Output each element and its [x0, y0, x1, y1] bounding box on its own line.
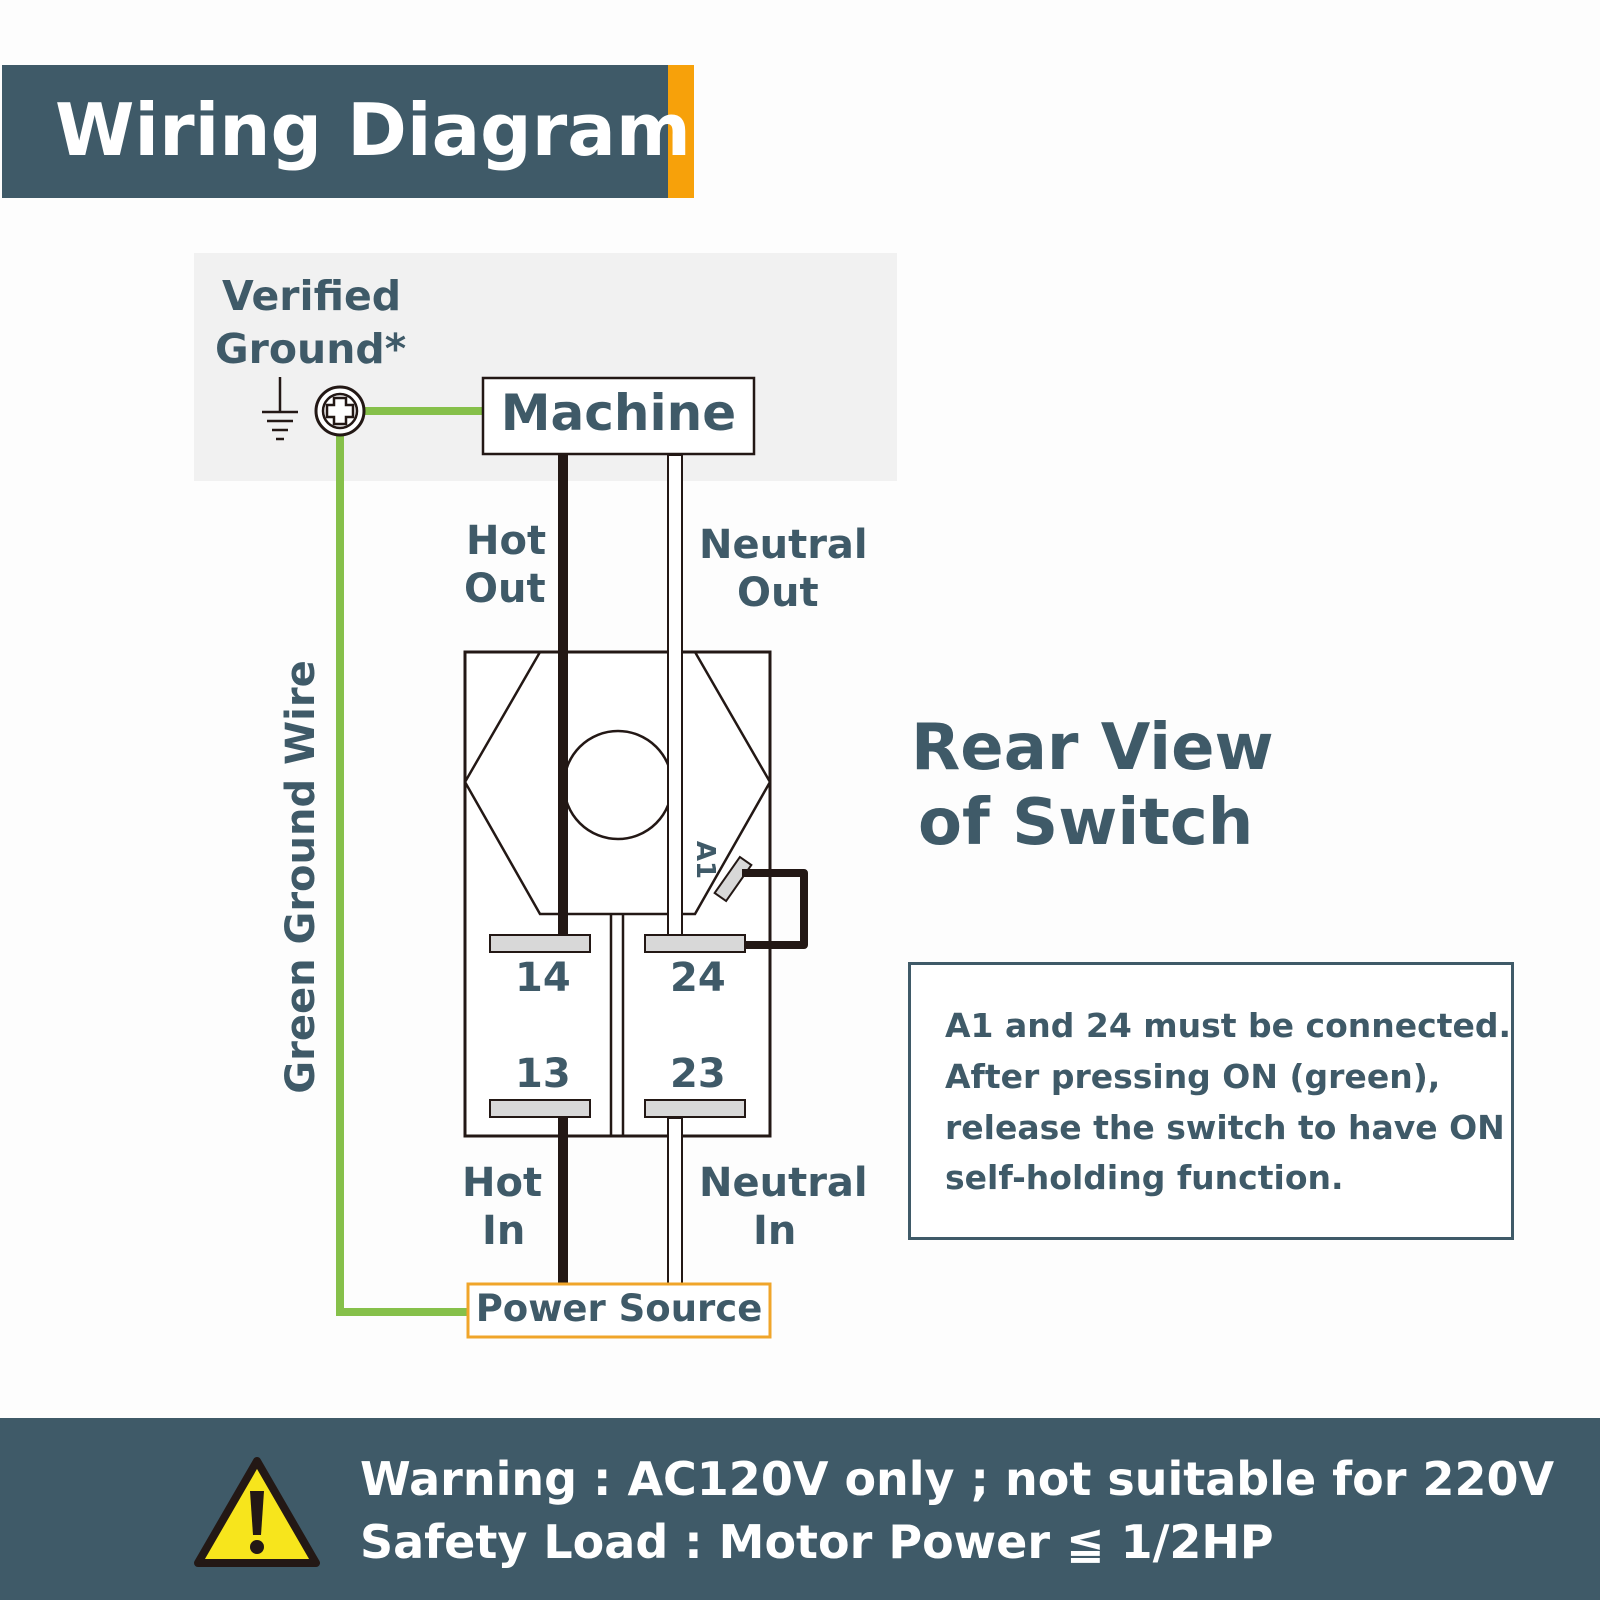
terminal-a1-label: A1 — [690, 840, 720, 880]
green-ground-wire — [336, 411, 468, 1316]
hot-out-label-line2: Out — [464, 566, 546, 612]
terminal-13-label: 13 — [515, 1051, 571, 1097]
neutral-in-wire — [667, 1117, 683, 1285]
verified-ground-label-line1: Verified — [222, 272, 402, 320]
neutral-out-label-line2: Out — [737, 570, 819, 616]
terminal-13-plate — [489, 1099, 591, 1118]
green-ground-wire-label: Green Ground Wire — [278, 660, 324, 1094]
hot-out-label-line1: Hot — [466, 518, 547, 564]
power-source-box — [466, 1282, 772, 1339]
title-accent-stripe — [668, 65, 694, 198]
terminal-24-plate — [644, 934, 746, 953]
rear-view-label-line1: Rear View — [911, 711, 1274, 785]
neutral-out-label-line1: Neutral — [699, 522, 868, 568]
terminal-a1-plate — [713, 855, 753, 903]
power-source-label: Power Source — [475, 1287, 763, 1330]
instruction-note-box — [908, 962, 1514, 1240]
warning-text: Warning : AC120V only ; not suitable for… — [360, 1452, 1555, 1506]
note-line-3: release the switch to have ON — [945, 1108, 1505, 1147]
neutral-in-label-line2: In — [753, 1208, 797, 1254]
title-bar — [2, 65, 668, 198]
terminal-24-label: 24 — [670, 955, 726, 1001]
terminal-14-plate — [489, 934, 591, 953]
warning-triangle-icon — [194, 1457, 320, 1567]
terminal-23-plate — [644, 1099, 746, 1118]
ground-symbol-icon — [262, 377, 298, 441]
switch-hex-outline — [463, 650, 772, 916]
rear-view-label-line2: of Switch — [918, 786, 1254, 860]
note-line-1: A1 and 24 must be connected. — [945, 1006, 1512, 1045]
safety-load-text: Safety Load : Motor Power ≦ 1/2HP — [360, 1515, 1274, 1569]
machine-label: Machine — [500, 384, 737, 442]
terminal-23-label: 23 — [670, 1051, 726, 1097]
note-line-2: After pressing ON (green), — [945, 1057, 1441, 1096]
page-title: Wiring Diagram — [55, 88, 691, 172]
switch-center-circle — [562, 729, 674, 841]
a1-to-24-jumper — [742, 869, 808, 949]
neutral-out-wire — [667, 454, 683, 936]
hot-in-label-line1: Hot — [462, 1160, 543, 1206]
ground-screw-icon — [314, 385, 366, 437]
terminal-14-label: 14 — [515, 955, 571, 1001]
note-line-4: self-holding function. — [945, 1158, 1344, 1197]
hot-in-label-line2: In — [482, 1208, 526, 1254]
machine-box — [481, 376, 756, 456]
neutral-in-label-line1: Neutral — [699, 1160, 868, 1206]
verified-ground-label-line2: Ground* — [215, 325, 407, 373]
